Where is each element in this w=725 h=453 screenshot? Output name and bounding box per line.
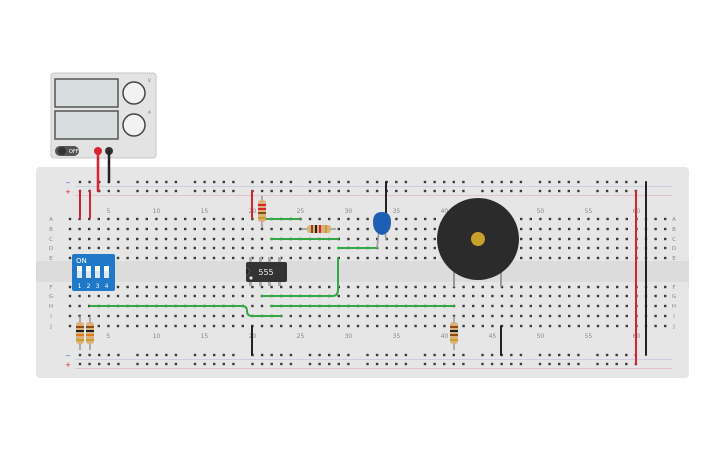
current-knob-label: A: [148, 110, 151, 115]
column-number: 50: [537, 208, 545, 215]
column-number: 30: [345, 208, 353, 215]
row-letter: G: [49, 294, 53, 300]
column-number: 55: [585, 208, 593, 215]
resistor-1[interactable]: [258, 196, 266, 228]
column-number: 45: [489, 333, 497, 340]
column-number: 25: [297, 333, 305, 340]
row-letter: D: [672, 246, 676, 252]
column-number: 30: [345, 333, 353, 340]
rail-symbol: +: [65, 361, 71, 369]
row-letter: J: [672, 324, 675, 330]
wire-green-4: [261, 257, 339, 297]
resistor-4[interactable]: [86, 316, 94, 350]
row-letter: E: [672, 256, 676, 262]
dip-position-3: 3: [96, 283, 100, 290]
column-number: 15: [201, 333, 209, 340]
ceramic-capacitor[interactable]: [373, 212, 391, 249]
row-letter: I: [50, 314, 52, 320]
buzzer-center: [471, 232, 485, 246]
row-letter: F: [672, 285, 675, 291]
dip-toggle-2: [86, 266, 91, 278]
column-number: 40: [441, 333, 449, 340]
column-number: 5: [106, 208, 110, 215]
current-knob[interactable]: [122, 113, 146, 137]
row-letter: H: [672, 304, 676, 310]
column-number: 35: [393, 333, 401, 340]
power-switch-label: OFF: [69, 149, 79, 155]
column-number: 25: [297, 208, 305, 215]
wires[interactable]: [79, 149, 647, 365]
row-letter: F: [49, 285, 52, 291]
voltage-knob-label: V: [148, 78, 151, 83]
row-letter: I: [673, 314, 675, 320]
row-letter: J: [49, 324, 52, 330]
row-letter: B: [672, 227, 676, 233]
wire-green-5: [89, 305, 282, 317]
resistor-2[interactable]: [302, 225, 336, 233]
column-number: 5: [106, 333, 110, 340]
ic-label: 555: [258, 268, 273, 277]
row-letter: C: [49, 237, 53, 243]
resistor-3[interactable]: [76, 316, 84, 350]
row-letter: D: [49, 246, 53, 252]
dip-toggle-4: [104, 266, 109, 278]
row-letter: C: [672, 237, 676, 243]
row-letter: A: [672, 217, 676, 223]
voltage-knob[interactable]: [122, 81, 146, 105]
column-number: 50: [537, 333, 545, 340]
row-letter: B: [49, 227, 53, 233]
column-number: 10: [153, 208, 161, 215]
dip-toggle-3: [95, 266, 100, 278]
row-letter: H: [49, 304, 53, 310]
row-letter: A: [49, 217, 53, 223]
rail-symbol: +: [65, 188, 71, 196]
ic-555-timer[interactable]: 555: [245, 257, 287, 286]
power-supply[interactable]: V A OFF: [50, 72, 157, 159]
resistor-5[interactable]: [450, 316, 458, 350]
piezo-buzzer[interactable]: [437, 198, 519, 287]
dip-position-2: 2: [87, 283, 91, 290]
row-letter: G: [672, 294, 676, 300]
dip-position-4: 4: [105, 283, 109, 290]
row-letter: E: [49, 256, 53, 262]
center-channel: [36, 261, 689, 282]
dip-switch-on-label: ON: [76, 257, 87, 265]
column-number: 40: [441, 208, 449, 215]
column-number: 35: [393, 208, 401, 215]
dip-toggle-1: [77, 266, 82, 278]
current-display: [54, 110, 119, 140]
column-number: 15: [201, 208, 209, 215]
column-number: 55: [585, 333, 593, 340]
rail-symbol: −: [65, 352, 71, 360]
rail-markers: −+−+: [65, 179, 672, 369]
column-number: 10: [153, 333, 161, 340]
dip-switch[interactable]: ON 1 2 3 4: [72, 254, 115, 291]
breadboard[interactable]: −+−+ 55101015152020252530303535404045455…: [36, 167, 689, 378]
dip-position-1: 1: [78, 283, 82, 290]
voltage-display: [54, 78, 119, 108]
rail-symbol: −: [65, 179, 71, 187]
